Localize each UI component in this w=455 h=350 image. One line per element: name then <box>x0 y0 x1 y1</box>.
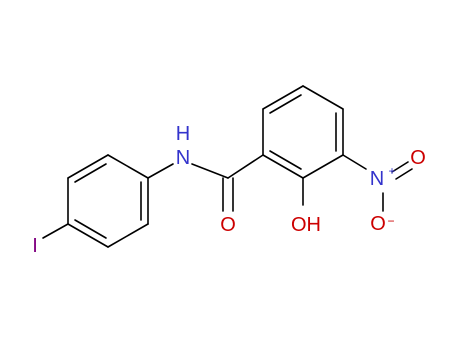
nitro-oxygen-bottom-label: O <box>370 213 386 235</box>
bond <box>74 163 107 183</box>
bond <box>395 168 413 180</box>
carbonyl-oxygen-label: O <box>220 214 236 236</box>
bond <box>147 163 174 179</box>
bonds <box>42 85 413 248</box>
bond <box>391 161 409 173</box>
bond <box>342 154 367 170</box>
bond <box>262 85 304 110</box>
atom-labels: H N O OH N + O O − I <box>32 123 426 257</box>
bond <box>74 219 107 239</box>
amide-h-label: H <box>176 123 190 145</box>
bond <box>107 223 149 248</box>
nitro-oxygen-top-label: O <box>410 147 426 169</box>
bond <box>67 223 109 248</box>
bond <box>269 94 302 114</box>
bond <box>191 163 229 179</box>
iodine-label: I <box>32 235 38 257</box>
bond <box>42 223 69 239</box>
bond <box>302 85 344 110</box>
hydroxyl-label: OH <box>291 214 321 236</box>
bond <box>269 150 302 170</box>
bond <box>107 154 149 179</box>
nitro-nitrogen-charge: + <box>388 164 395 178</box>
nitro-oxygen-charge: − <box>387 214 394 228</box>
nitro-nitrogen-label: N <box>370 168 384 190</box>
amide-nitrogen-label: N <box>176 147 190 169</box>
bond <box>262 154 304 179</box>
bond <box>302 154 344 179</box>
bond <box>227 154 264 179</box>
bond <box>67 154 109 179</box>
